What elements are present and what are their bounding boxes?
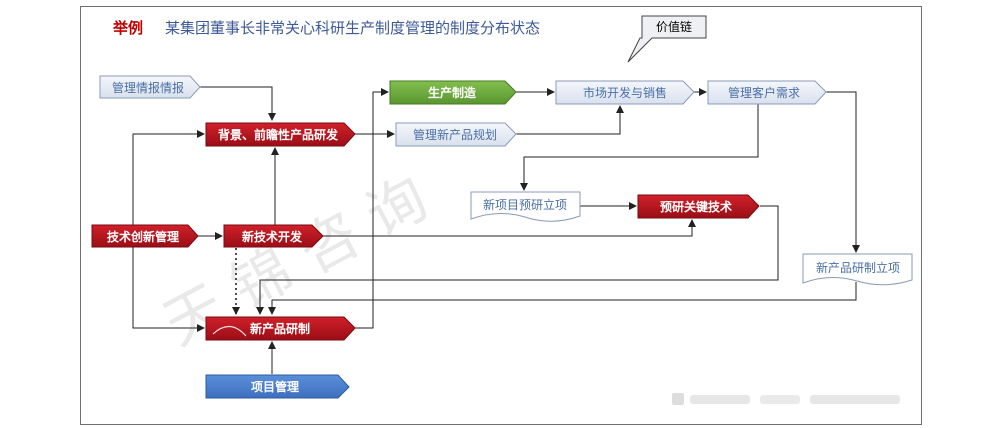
node-new-product-rd: 新产品研制	[205, 316, 356, 341]
header-title: 某集团董事长非常关心科研生产制度管理的制度分布状态	[165, 19, 540, 37]
node-tech-innovation: 技术创新管理	[91, 224, 199, 248]
node-project-mgmt: 项目管理	[205, 374, 350, 399]
header-tag: 举例	[112, 19, 143, 37]
node-production: 生产制造	[389, 80, 517, 105]
node-mgmt-intel-label: 管理情报情报	[112, 80, 184, 95]
node-new-product-rd-label: 新产品研制	[250, 321, 310, 336]
node-new-product-project: 新产品研制立项	[802, 253, 913, 286]
node-background-rd-label: 背景、前瞻性产品研发	[218, 127, 339, 142]
node-new-tech: 新技术开发	[223, 224, 324, 248]
node-customer-needs: 管理客户需求	[707, 80, 827, 105]
node-market-sales: 市场开发与销售	[555, 80, 695, 105]
node-mgmt-intel: 管理情报情报	[99, 75, 201, 99]
node-market-sales-label: 市场开发与销售	[583, 85, 667, 100]
node-project-mgmt-label: 项目管理	[251, 379, 299, 394]
diagram-frame	[80, 6, 922, 425]
node-pre-research-tech-label: 预研关键技术	[660, 199, 732, 214]
node-new-tech-label: 新技术开发	[242, 229, 303, 244]
node-background-rd: 背景、前瞻性产品研发	[205, 122, 356, 147]
node-pre-research-project: 新项目预研立项	[470, 191, 581, 222]
node-production-label: 生产制造	[428, 85, 477, 100]
blurred-artifact	[672, 393, 900, 405]
node-new-product-project-label: 新产品研制立项	[816, 260, 900, 275]
callout-label: 价值链	[656, 19, 692, 34]
connectors	[132, 86, 860, 374]
node-tech-innovation-label: 技术创新管理	[107, 229, 179, 244]
node-pre-research-tech: 预研关键技术	[637, 194, 760, 219]
node-customer-needs-label: 管理客户需求	[728, 85, 800, 100]
value-chain-callout: 价值链	[627, 15, 707, 63]
node-new-product-plan-label: 管理新产品规划	[413, 127, 497, 142]
node-new-product-plan: 管理新产品规划	[395, 122, 517, 147]
node-pre-research-project-label: 新项目预研立项	[483, 197, 567, 212]
